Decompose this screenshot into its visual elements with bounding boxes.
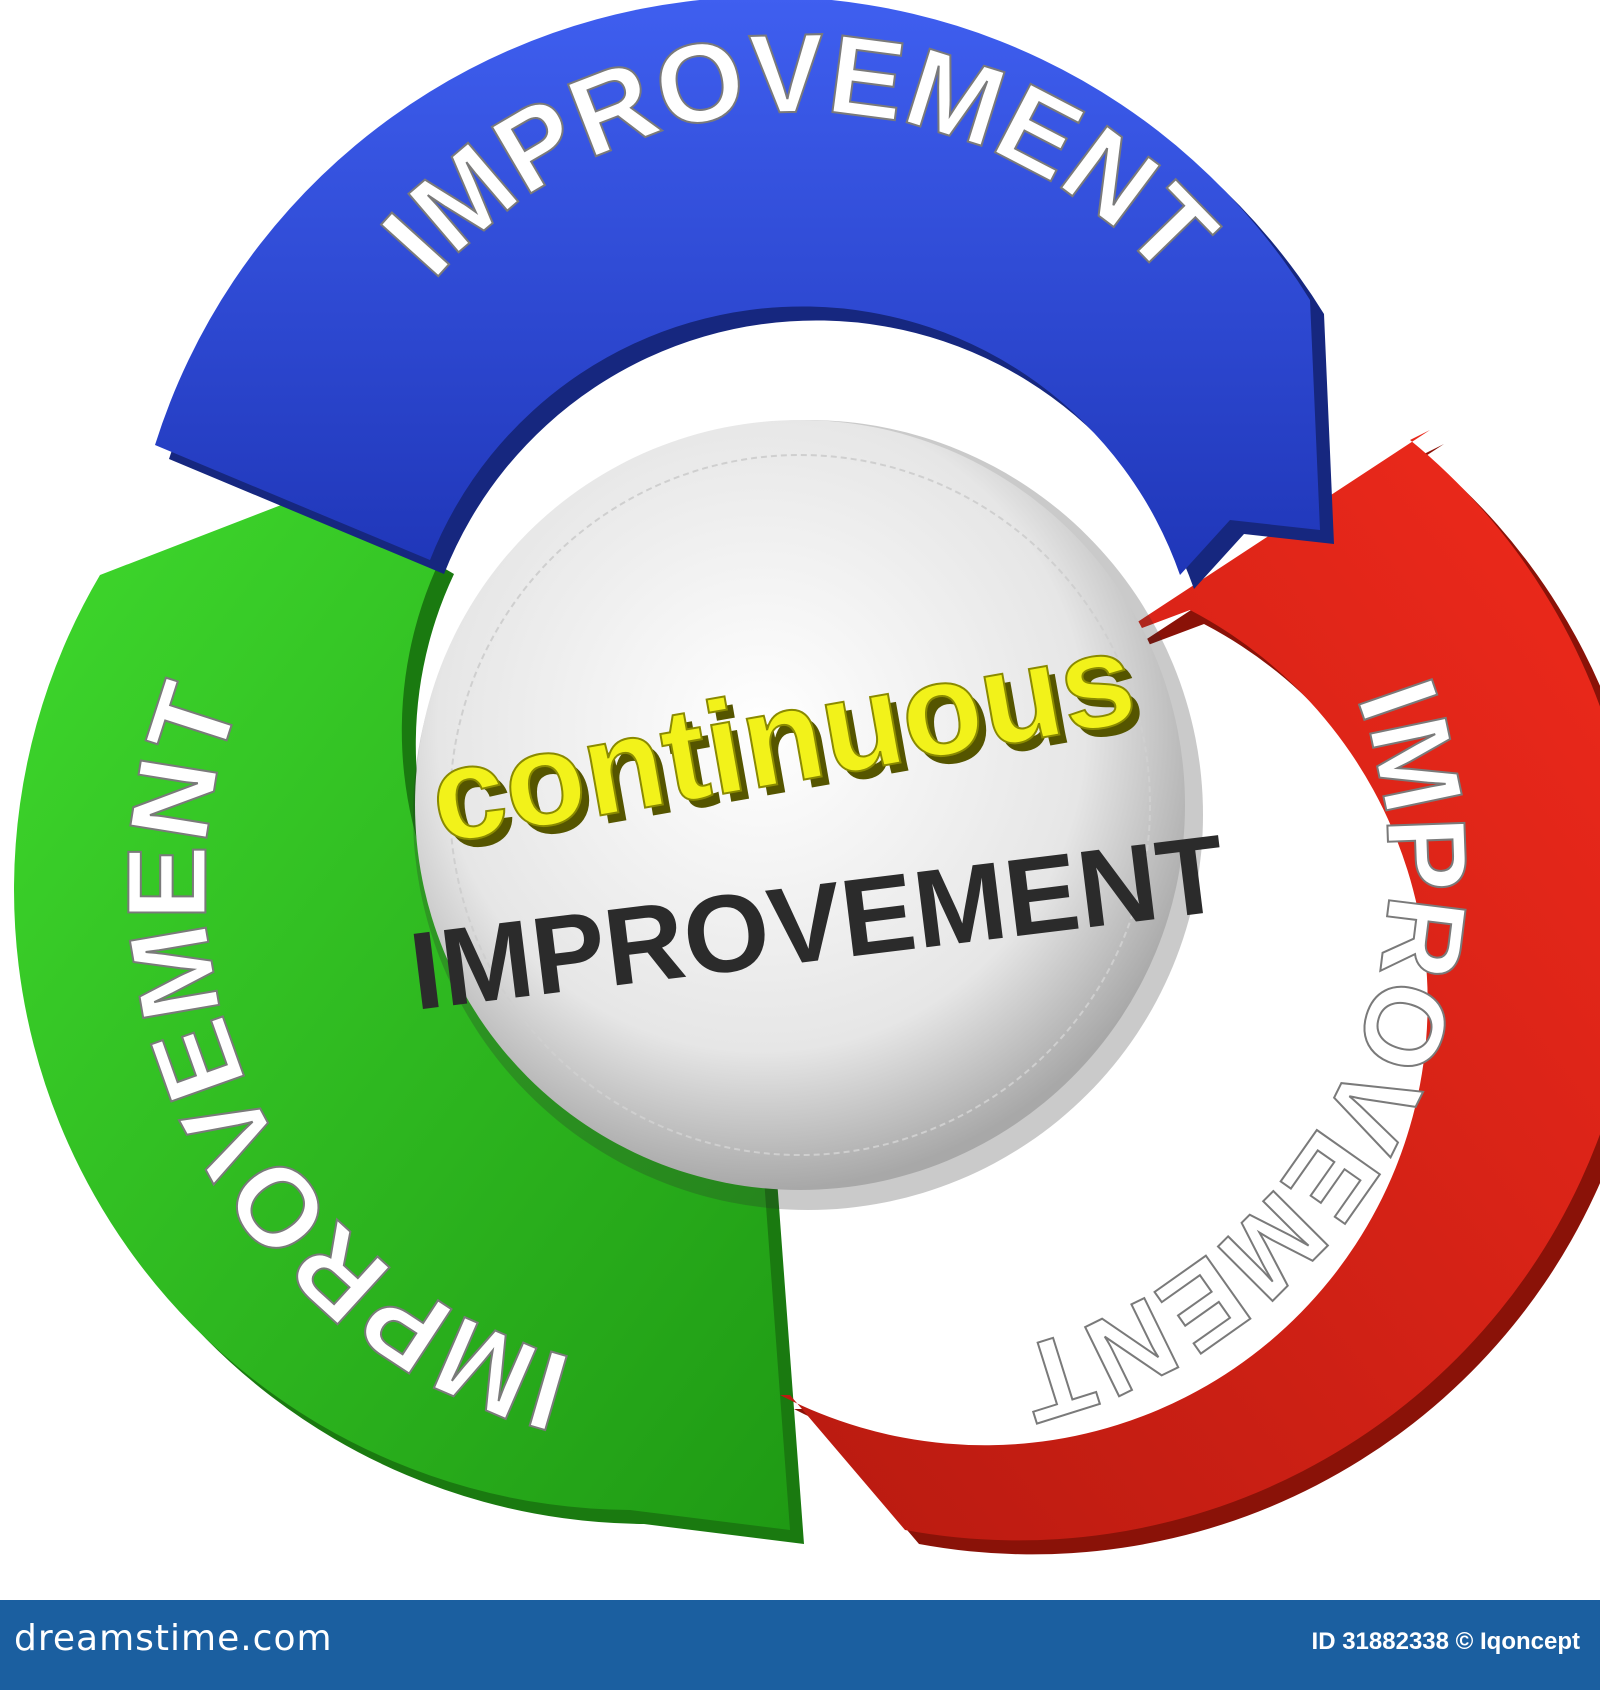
continuous-improvement-diagram: IMPROVEMENT IMPROVEMENT IMPROVEMENT cont… [14, 0, 1600, 1555]
footer-image-id: ID 31882338 © Iqoncept [1311, 1628, 1580, 1655]
cycle-svg: IMPROVEMENT IMPROVEMENT IMPROVEMENT cont… [14, 0, 1600, 1555]
footer-brand[interactable]: dreamstime.com [14, 1618, 333, 1659]
center-sphere [413, 420, 1203, 1210]
arrow-red [780, 430, 1600, 1555]
footer-bar: dreamstime.com ID 31882338 © Iqoncept [0, 1600, 1600, 1690]
arrow-blue [155, 0, 1334, 590]
arrow-green [14, 490, 805, 1544]
